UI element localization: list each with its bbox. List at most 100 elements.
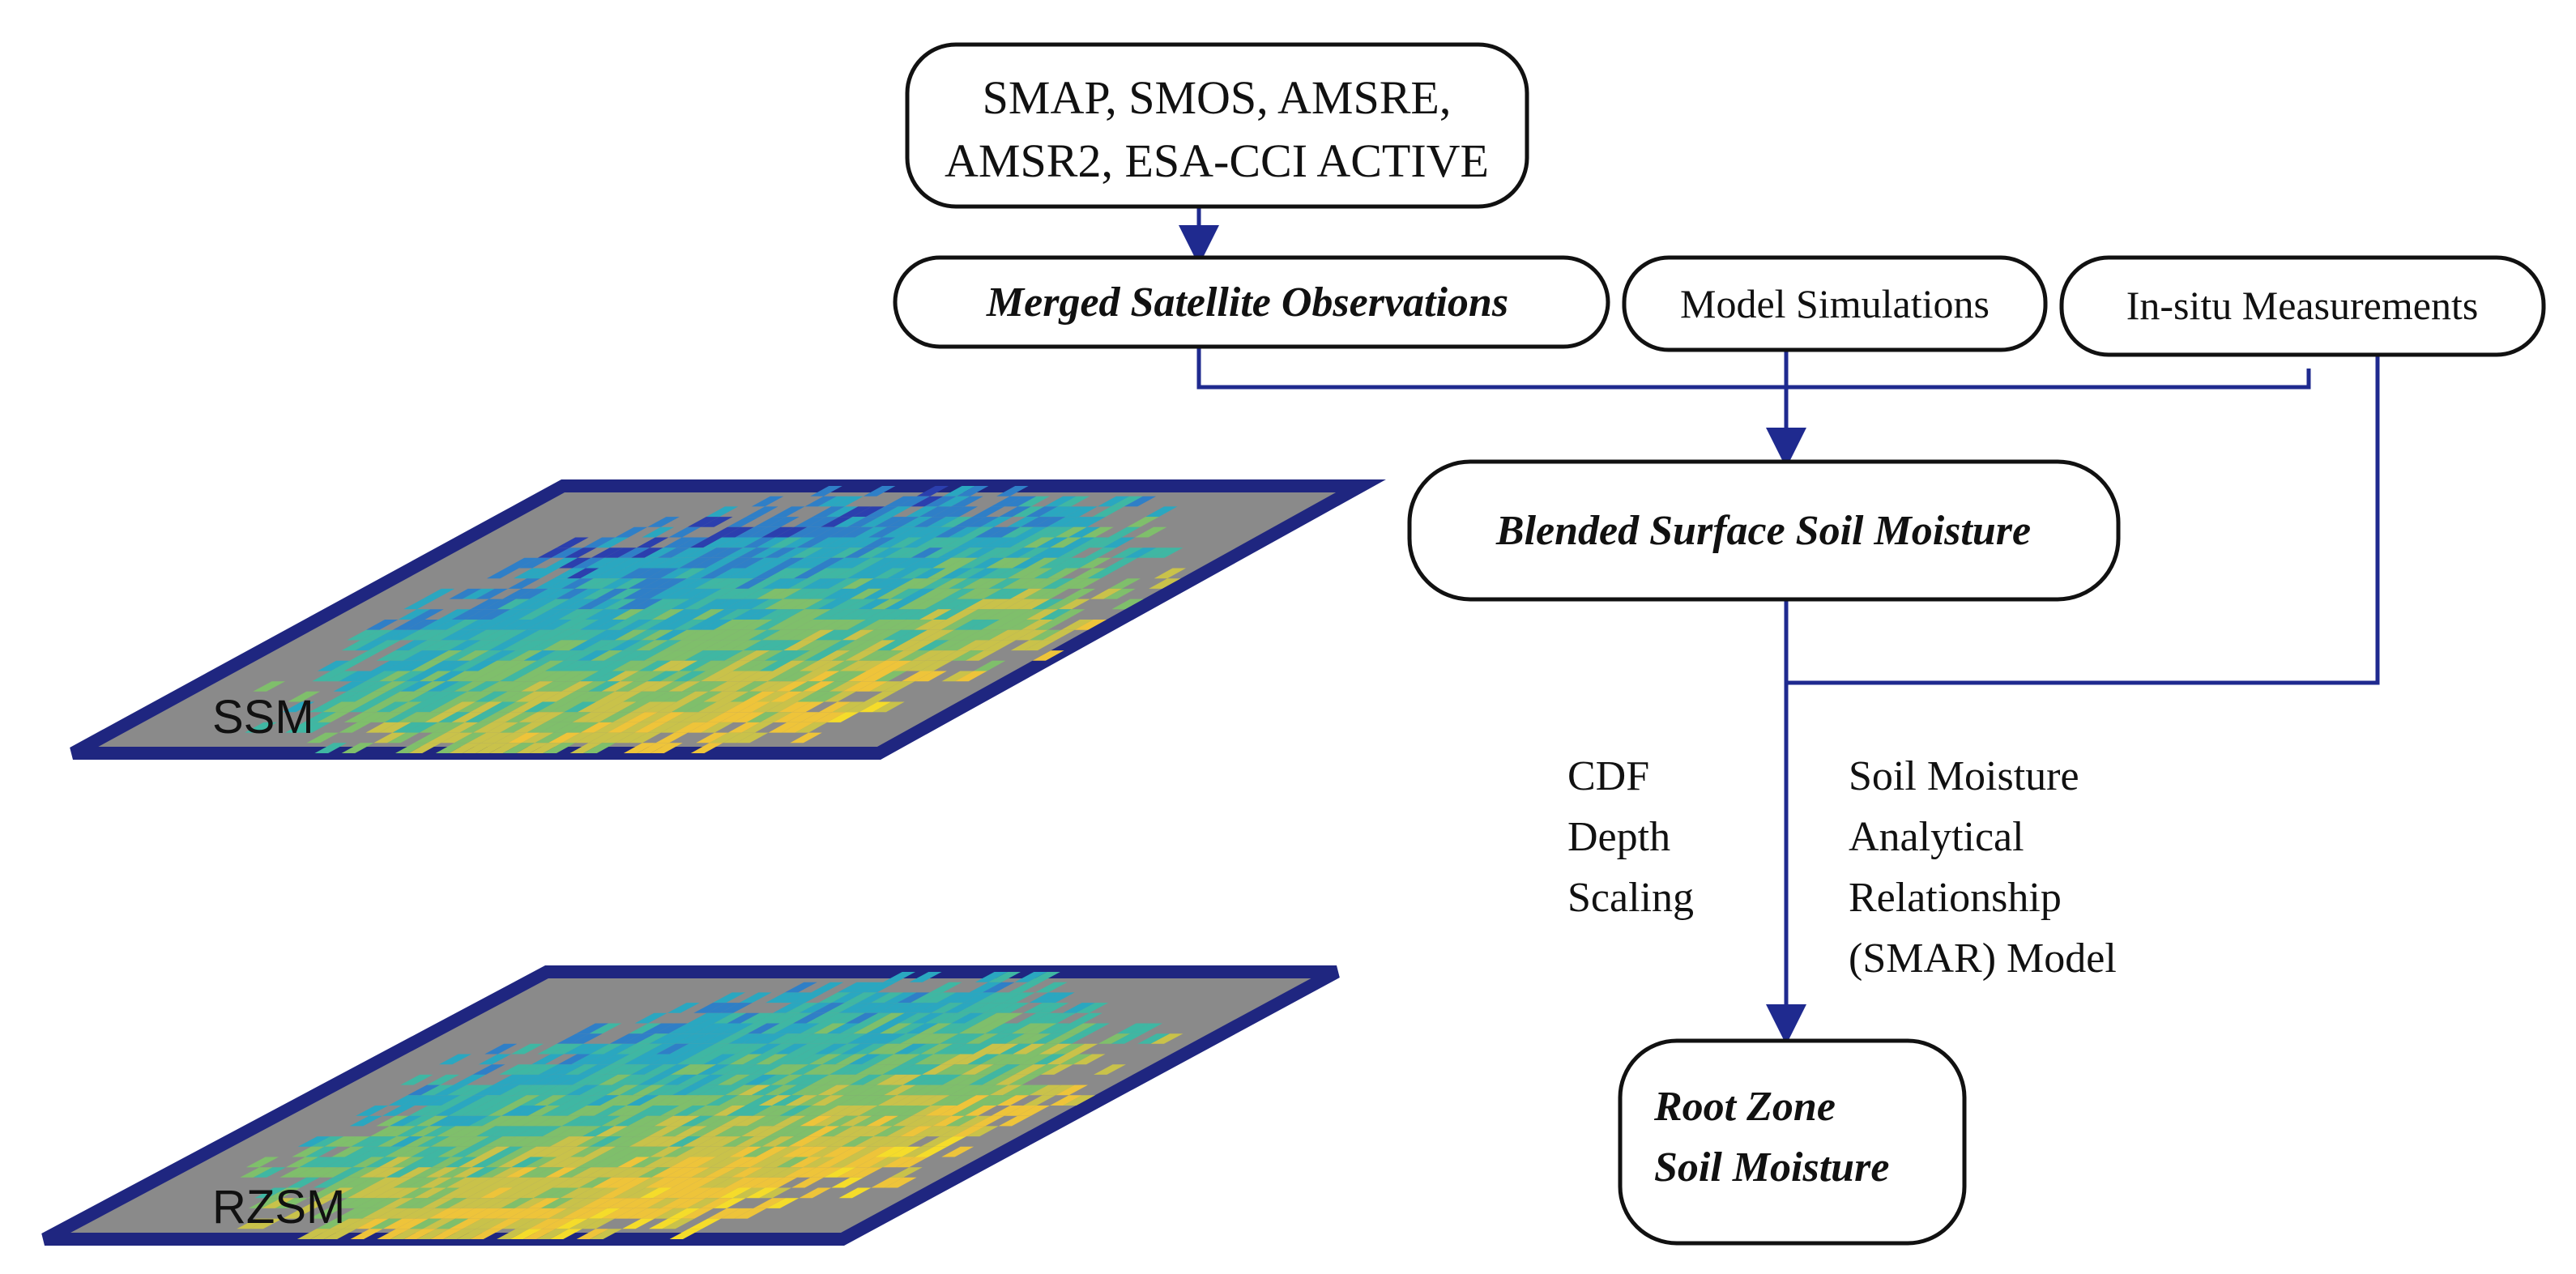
- moisture-cell: [628, 578, 661, 589]
- moisture-cell: [671, 701, 704, 713]
- node-sources-line-2: AMSR2, ESA-CCI ACTIVE: [945, 134, 1489, 187]
- moisture-cell: [478, 1054, 511, 1065]
- moisture-cell: [497, 701, 530, 713]
- moisture-cell: [625, 1167, 658, 1178]
- moisture-cell: [810, 640, 842, 651]
- moisture-cell: [402, 1208, 435, 1219]
- moisture-cell: [331, 660, 364, 671]
- moisture-cell: [1090, 537, 1122, 548]
- moisture-cell: [577, 650, 610, 661]
- moisture-cell: [697, 1157, 730, 1168]
- moisture-cell: [307, 1187, 340, 1199]
- moisture-cell: [561, 1208, 595, 1219]
- moisture-cell: [461, 1106, 494, 1116]
- moisture-cell: [1050, 1095, 1082, 1106]
- moisture-cell: [365, 671, 399, 682]
- moisture-cell: [978, 1012, 1010, 1024]
- moisture-cell: [603, 1157, 637, 1168]
- moisture-cell: [1023, 588, 1056, 599]
- node-blended-box: [1407, 459, 2121, 602]
- moisture-cell: [772, 506, 805, 518]
- moisture-cell: [793, 1012, 826, 1024]
- moisture-cell: [564, 650, 596, 661]
- moisture-cell: [726, 1106, 759, 1116]
- moisture-cell: [435, 640, 468, 651]
- moisture-cell: [428, 1095, 461, 1106]
- moisture-cell: [889, 588, 922, 599]
- moisture-cell: [459, 722, 492, 733]
- moisture-cell: [881, 1136, 914, 1147]
- moisture-cell: [973, 609, 1005, 620]
- moisture-cell: [1036, 1003, 1069, 1013]
- moisture-cell: [761, 629, 794, 641]
- moisture-cell: [703, 537, 736, 548]
- moisture-cell: [745, 660, 778, 671]
- moisture-cell: [1032, 650, 1064, 661]
- moisture-cell: [572, 1074, 605, 1085]
- moisture-cell: [729, 537, 762, 548]
- moisture-cell: [785, 557, 818, 569]
- moisture-cell: [1073, 568, 1107, 579]
- moisture-cell: [356, 1218, 389, 1229]
- moisture-cell: [458, 1157, 491, 1168]
- moisture-cell: [898, 650, 931, 661]
- moisture-cell: [406, 671, 438, 682]
- moisture-cell: [714, 671, 746, 682]
- moisture-cell: [1052, 1043, 1085, 1055]
- moisture-cell: [895, 578, 928, 589]
- moisture-cell: [860, 568, 893, 579]
- moisture-cell: [972, 1115, 1004, 1127]
- moisture-cell: [706, 660, 738, 671]
- moisture-cell: [766, 992, 799, 1003]
- moisture-cell: [722, 681, 754, 692]
- moisture-cell: [647, 517, 680, 527]
- moisture-cell: [641, 578, 674, 589]
- moisture-cell: [654, 1115, 687, 1127]
- moisture-cell: [800, 660, 832, 671]
- moisture-cell: [650, 1146, 683, 1157]
- moisture-cell: [543, 743, 575, 753]
- moisture-cell: [935, 578, 967, 589]
- moisture-cell: [774, 578, 808, 589]
- moisture-cell: [478, 712, 511, 722]
- moisture-cell: [719, 1095, 752, 1106]
- moisture-cell: [424, 660, 457, 671]
- moisture-cell: [956, 486, 989, 496]
- moisture-cell: [505, 1167, 538, 1178]
- moisture-cell: [874, 620, 906, 630]
- moisture-cell: [941, 671, 974, 682]
- moisture-cell: [669, 1043, 702, 1055]
- moisture-cell: [754, 671, 787, 682]
- moisture-cell: [628, 681, 661, 692]
- moisture-cell: [500, 722, 532, 733]
- moisture-cell: [792, 1106, 825, 1116]
- moisture-cell: [911, 1012, 945, 1024]
- moisture-cell: [670, 1157, 703, 1168]
- moisture-cell: [706, 609, 738, 620]
- moisture-cell: [550, 1043, 583, 1055]
- moisture-cell: [689, 691, 723, 702]
- moisture-cell: [862, 1146, 894, 1157]
- moisture-cell: [756, 1146, 789, 1157]
- moisture-cell: [642, 681, 674, 692]
- moisture-cell: [436, 1126, 469, 1137]
- moisture-cell: [1044, 548, 1077, 558]
- moisture-cell: [768, 1033, 800, 1044]
- moisture-cell: [831, 548, 864, 558]
- moisture-cell: [745, 557, 778, 569]
- moisture-cell: [611, 1167, 644, 1178]
- moisture-cell: [980, 1054, 1013, 1065]
- moisture-cell: [817, 496, 851, 507]
- moisture-cell: [613, 1095, 646, 1106]
- moisture-cell: [807, 1126, 840, 1137]
- moisture-cell: [663, 640, 695, 651]
- moisture-cell: [776, 1064, 809, 1075]
- moisture-cell: [917, 640, 949, 651]
- moisture-cell: [406, 1177, 439, 1188]
- moisture-cell: [863, 1074, 896, 1085]
- node-merged: Merged Satellite Observations: [893, 255, 1610, 349]
- moisture-cell: [834, 517, 866, 527]
- moisture-cell: [625, 557, 658, 569]
- moisture-cell: [576, 1023, 609, 1034]
- moisture-cell: [390, 1136, 424, 1147]
